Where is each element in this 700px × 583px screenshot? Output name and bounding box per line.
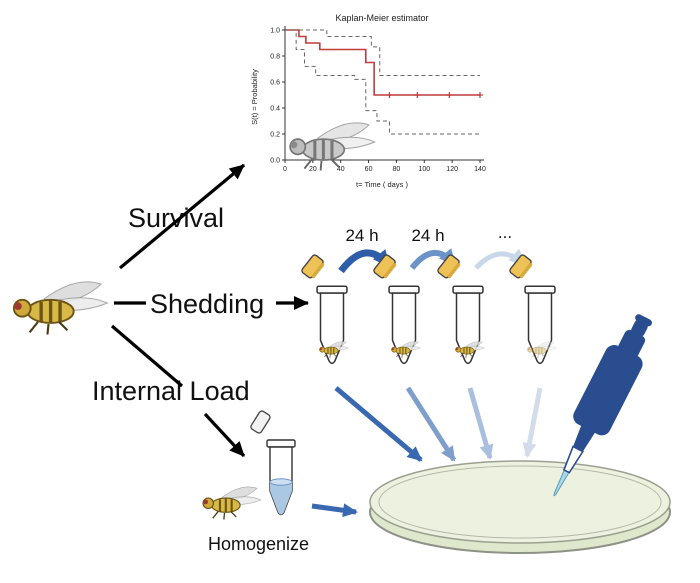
pipette-body (573, 345, 643, 436)
svg-text:0.4: 0.4 (270, 106, 280, 113)
pipette (553, 314, 652, 497)
homogenate-arrow (311, 503, 358, 518)
svg-text:0.2: 0.2 (270, 132, 280, 139)
internal-load-arrow (203, 412, 246, 458)
label-internal-load: Internal Load (92, 376, 250, 406)
internal-load-line (110, 324, 184, 388)
km-chart: Kaplan-Meier estimator t= Time ( days ) … (250, 13, 486, 189)
pipette-plunger-button (635, 314, 652, 327)
chart-x-axis-label: t= Time ( days ) (356, 180, 408, 189)
svg-text:40: 40 (337, 166, 345, 173)
svg-text:1.0: 1.0 (270, 28, 280, 35)
svg-text:80: 80 (393, 166, 401, 173)
chart-title: Kaplan-Meier estimator (335, 13, 428, 23)
svg-text:0.6: 0.6 (270, 80, 280, 87)
label-interval-more: ... (498, 223, 512, 242)
homogenate-tube (250, 410, 296, 516)
dish-surface (369, 460, 671, 544)
label-interval-1: 24 h (345, 226, 378, 245)
pipette-top (618, 329, 646, 358)
label-homogenize: Homogenize (208, 534, 309, 554)
pipette-tip (553, 469, 570, 497)
svg-text:120: 120 (446, 166, 458, 173)
svg-text:140: 140 (474, 166, 486, 173)
svg-text:0.8: 0.8 (270, 54, 280, 61)
pipette-shaft (562, 445, 585, 474)
label-interval-2: 24 h (411, 226, 444, 245)
tube-arrow-3 (467, 387, 494, 460)
tube-arrow-2 (405, 386, 457, 462)
svg-text:100: 100 (418, 166, 430, 173)
svg-text:20: 20 (309, 166, 317, 173)
svg-text:60: 60 (365, 166, 373, 173)
svg-text:0: 0 (283, 166, 287, 173)
survival-arrow (118, 163, 246, 270)
svg-text:0.0: 0.0 (270, 158, 280, 165)
petri-dish (369, 460, 671, 554)
homogenate-tube-cap (250, 410, 271, 434)
label-shedding: Shedding (150, 289, 264, 319)
label-survival: Survival (128, 203, 224, 233)
dish-inner-rim (378, 465, 662, 539)
chart-y-axis-label: S(t) = Probability (250, 69, 259, 125)
homogenate-liquid (270, 482, 292, 515)
tube-arrow-1 (334, 386, 423, 462)
tube-arrow-4 (522, 387, 543, 458)
